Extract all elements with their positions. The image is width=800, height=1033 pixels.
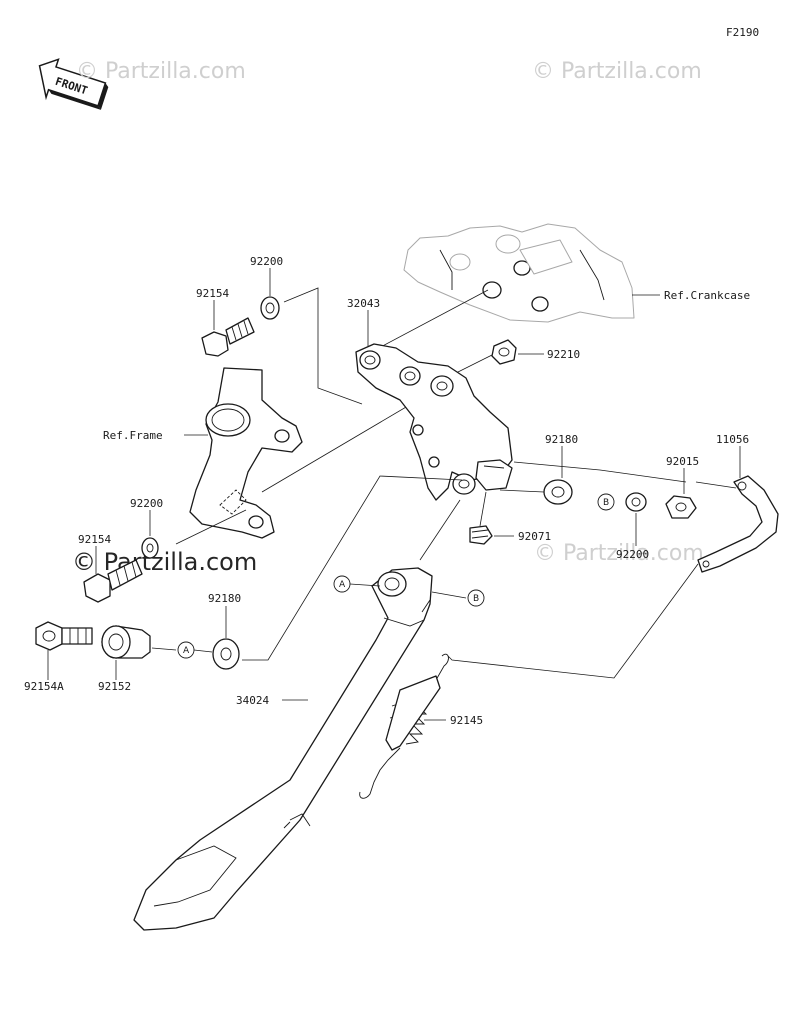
nut-92015 xyxy=(665,495,697,519)
path-frame-bracket xyxy=(261,399,419,493)
part-92200-left[interactable]: 92200 xyxy=(130,497,163,510)
part-34024[interactable]: 34024 xyxy=(236,694,269,707)
front-arrow-icon: FRONT xyxy=(38,58,109,110)
callout-b-stand: B xyxy=(467,589,485,607)
part-92152[interactable]: 92152 xyxy=(98,680,131,693)
svg-text:B: B xyxy=(603,498,609,508)
path-washer-bracket xyxy=(242,475,463,661)
frame-reference xyxy=(189,367,303,539)
side-stand-34024 xyxy=(133,567,433,931)
washer-92180-left xyxy=(212,638,240,670)
callout-b-right: B xyxy=(597,493,615,511)
part-92200-top[interactable]: 92200 xyxy=(250,255,283,268)
path-b-stand xyxy=(431,591,467,599)
washer-92200-right xyxy=(625,492,647,512)
path-bracket-washer xyxy=(499,489,545,493)
path-a-washer xyxy=(193,649,213,653)
path-top-bolt xyxy=(283,287,363,405)
watermark-middle-right: © Partzilla.com xyxy=(534,541,704,566)
ref-frame-label: Ref.Frame xyxy=(103,429,163,442)
spring-92145 xyxy=(359,653,449,799)
path-left-bolt xyxy=(175,509,247,545)
part-92154-left[interactable]: 92154 xyxy=(78,533,111,546)
watermark-top-left: © Partzilla.com xyxy=(76,59,246,84)
crankcase-reference xyxy=(403,223,635,323)
path-stand-shaft xyxy=(419,499,461,561)
part-92071[interactable]: 92071 xyxy=(518,530,551,543)
svg-text:A: A xyxy=(339,580,346,590)
part-32043[interactable]: 32043 xyxy=(347,297,380,310)
svg-text:A: A xyxy=(183,646,190,656)
callout-a-left: A xyxy=(177,641,195,659)
collar-92210 xyxy=(491,339,517,365)
part-11056[interactable]: 11056 xyxy=(716,433,749,446)
part-92145[interactable]: 92145 xyxy=(450,714,483,727)
path-92071 xyxy=(479,491,487,527)
part-92210[interactable]: 92210 xyxy=(547,348,580,361)
part-92154-top[interactable]: 92154 xyxy=(196,287,229,300)
part-92180-right[interactable]: 92180 xyxy=(545,433,578,446)
path-a-stand xyxy=(349,583,381,587)
part-92154a[interactable]: 92154A xyxy=(24,680,64,693)
path-11056 xyxy=(695,481,737,489)
bolt-92154-left xyxy=(83,559,143,603)
path-right-shaft xyxy=(513,461,687,483)
washer-92200-top xyxy=(260,296,280,320)
part-92180-left[interactable]: 92180 xyxy=(208,592,241,605)
bolt-92154a xyxy=(35,621,93,651)
part-92015[interactable]: 92015 xyxy=(666,455,699,468)
watermark-top-right: © Partzilla.com xyxy=(532,59,702,84)
path-collar-a xyxy=(151,647,177,651)
washer-92200-left xyxy=(141,537,159,559)
path-spring-bracket xyxy=(447,563,699,679)
bracket-11056 xyxy=(697,475,779,573)
watermark-middle-left: © Partzilla.com xyxy=(72,548,257,576)
svg-text:B: B xyxy=(473,594,479,604)
callout-a-stand: A xyxy=(333,575,351,593)
bushing-92071 xyxy=(469,525,493,545)
figure-code: F2190 xyxy=(726,26,759,39)
collar-92152 xyxy=(101,625,151,659)
ref-crankcase-label: Ref.Crankcase xyxy=(664,289,750,302)
washer-92180-right xyxy=(543,479,573,505)
part-92200-right[interactable]: 92200 xyxy=(616,548,649,561)
bolt-92154-top xyxy=(201,317,255,357)
bracket-32043 xyxy=(355,343,513,501)
